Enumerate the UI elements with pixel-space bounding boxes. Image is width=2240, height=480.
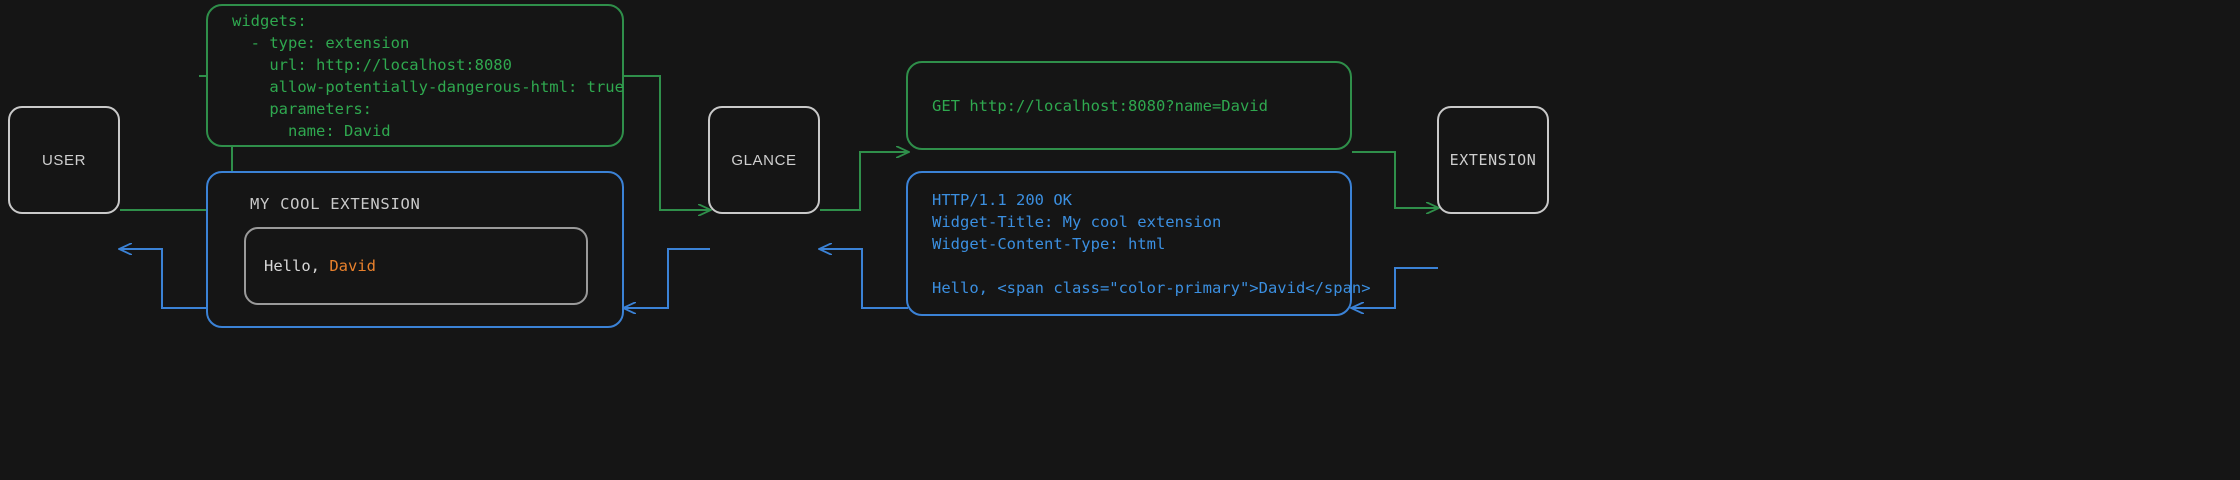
config-yaml-code: widgets: - type: extension url: http://l… [232,11,624,140]
http-response-code: HTTP/1.1 200 OK Widget-Title: My cool ex… [932,190,1371,297]
edge-config-to-glance [624,75,710,210]
message-rendered-widget: MY COOL EXTENSION Hello, David [206,171,624,328]
message-http-response: HTTP/1.1 200 OK Widget-Title: My cool ex… [906,171,1371,316]
http-request-code: GET http://localhost:8080?name=David [932,96,1268,115]
widget-title: MY COOL EXTENSION [250,195,421,213]
node-extension-label: EXTENSION [1449,151,1537,169]
widget-greeting-name: David [329,257,376,275]
node-extension[interactable]: EXTENSION [1437,106,1549,214]
node-glance[interactable]: GLANCE [708,106,820,214]
message-config-yaml: widgets: - type: extension url: http://l… [206,4,624,147]
edge-glance-to-request [820,152,908,211]
node-user[interactable]: USER [8,106,120,214]
edge-request-to-extension [1352,151,1438,208]
edge-glance-to-widget [624,248,710,308]
widget-content-box: Hello, David [244,227,588,305]
node-glance-label: GLANCE [731,151,797,169]
node-user-label: USER [41,151,87,169]
edge-response-to-glance [820,249,908,309]
edge-widget-to-user [120,249,207,309]
widget-greeting-prefix: Hello, [264,257,330,275]
message-http-request: GET http://localhost:8080?name=David [906,61,1352,150]
